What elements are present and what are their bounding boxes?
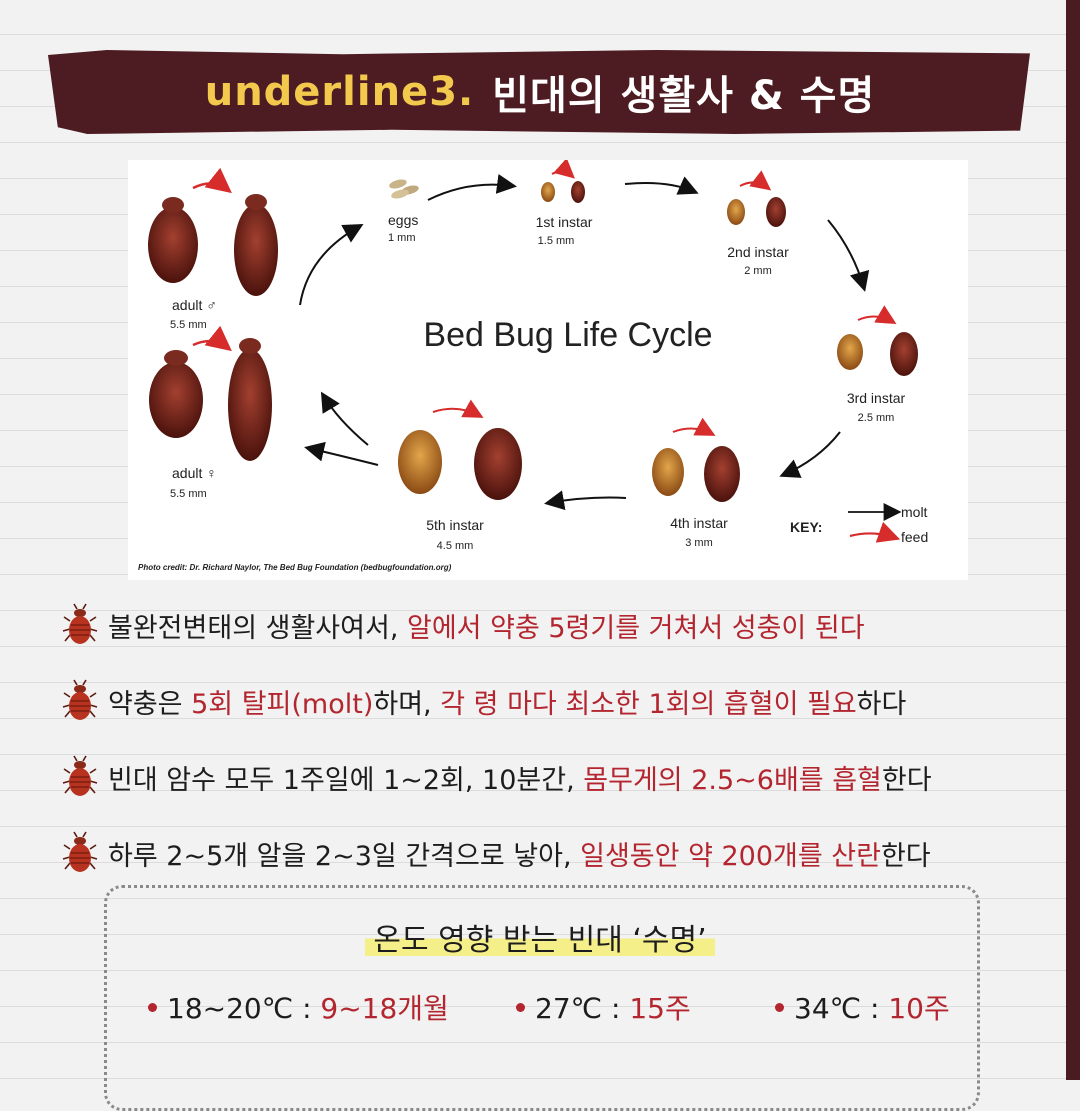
adult-male-bugs [148,167,278,296]
bullet-dot-icon [516,1002,525,1012]
fourth-instar-size: 3 mm [685,537,713,549]
fourth-instar-bugs [652,417,740,502]
bedbug-icon [62,831,98,872]
second-instar-bugs [727,170,786,227]
right-edge-strip [1066,0,1080,1080]
title-tag: underline3. [204,69,475,115]
bullet-dot-icon [148,1002,157,1012]
fourth-instar-label: 4th instar [670,515,728,531]
adult-female-label: adult ♀ [172,465,217,481]
temperature-item: 27℃ : 15주 [516,985,691,1029]
third-instar-label: 3rd instar [847,390,906,406]
eggs-illustration [389,179,419,199]
list-item: 불완전변태의 생활사여서, 알에서 약충 5령기를 거쳐서 성충이 된다 [62,600,865,650]
fifth-instar-bugs [398,399,522,500]
fifth-instar-size: 4.5 mm [437,540,474,552]
temperature-title: 온도 영향 받는 빈대 ‘수명’ [0,915,1080,959]
temperature-item: 18~20℃ : 9~18개월 [148,985,449,1029]
key-feed-arrow [849,521,901,543]
bedbug-icon [62,679,98,720]
eggs-label: eggs [388,212,418,228]
first-instar-size: 1.5 mm [538,235,575,247]
fifth-instar-label: 5th instar [426,517,484,533]
figure-title: Bed Bug Life Cycle [423,316,712,354]
list-item: 약충은 5회 탈피(molt)하며, 각 령 마다 최소한 1회의 흡혈이 필요… [62,676,906,726]
bedbug-icon [62,603,98,644]
adult-female-size: 5.5 mm [170,488,207,500]
first-instar-bugs [541,160,585,203]
list-item: 하루 2~5개 알을 2~3일 간격으로 낳아, 일생동안 약 200개를 산란… [62,828,931,878]
second-instar-size: 2 mm [744,265,772,277]
life-cycle-figure: Bed Bug Life Cycle eggs 1 mm 1st instar … [128,160,968,580]
page-title: underline3. 빈대의 생활사 & 수명 [0,50,1080,134]
bedbug-icon [62,755,98,796]
eggs-size: 1 mm [388,232,416,244]
list-item: 빈대 암수 모두 1주일에 1~2회, 10분간, 몸무게의 2.5~6배를 흡… [62,752,932,802]
key-molt-text: molt [901,504,928,520]
third-instar-bugs [837,305,918,376]
third-instar-size: 2.5 mm [858,412,895,424]
second-instar-label: 2nd instar [727,244,789,260]
molt-arrows [299,173,870,511]
title-text: 빈대의 생활사 & 수명 [492,73,876,119]
adult-female-bugs [149,325,272,461]
title-banner [48,50,1030,134]
adult-male-size: 5.5 mm [170,319,207,331]
bullet-dot-icon [775,1002,784,1012]
adult-male-label: adult ♂ [172,297,217,313]
first-instar-label: 1st instar [536,214,593,230]
temperature-item: 34℃ : 10주 [775,985,950,1029]
photo-credit: Photo credit: Dr. Richard Naylor, The Be… [138,563,452,572]
life-cycle-diagram: Bed Bug Life Cycle eggs 1 mm 1st instar … [138,160,928,572]
key-label: KEY: [790,519,822,535]
key-feed-text: feed [901,529,928,545]
